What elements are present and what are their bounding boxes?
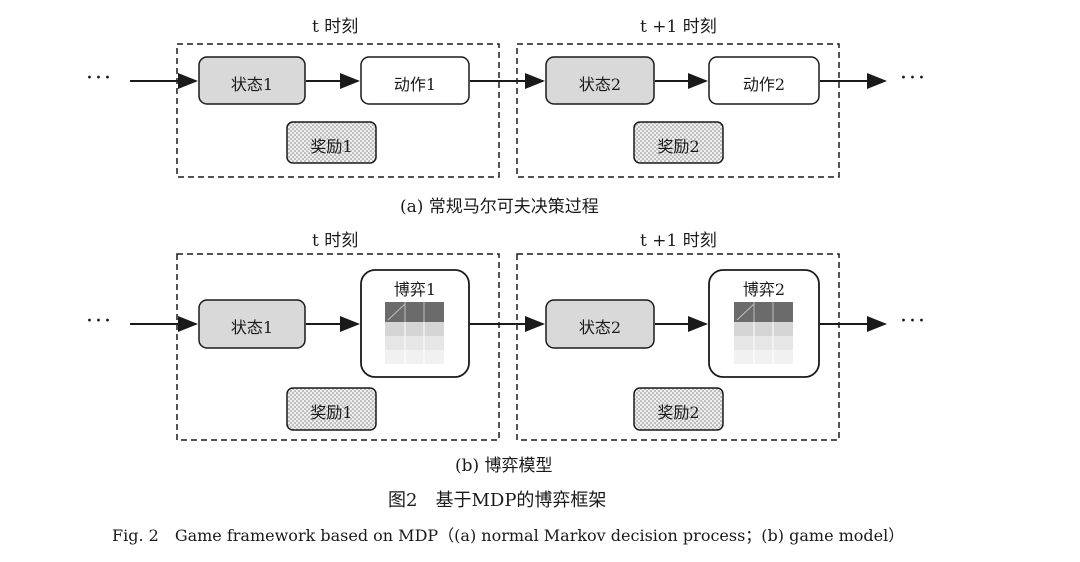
reward1-node-a xyxy=(286,121,377,164)
action1-label-a: 动作1 xyxy=(393,75,437,94)
action2-label-a: 动作2 xyxy=(742,75,786,94)
reward1-label-a: 奖励1 xyxy=(310,137,353,156)
state2-label-b: 状态2 xyxy=(578,318,622,337)
state2-label-a: 状态2 xyxy=(578,75,622,94)
ellipsis-left-b: ··· xyxy=(86,309,113,334)
figure-caption-en: Fig. 2 Game framework based on MDP（(a) n… xyxy=(112,526,905,545)
action1-node-a xyxy=(360,56,470,105)
game1-matrix-graphic xyxy=(385,302,444,364)
reward2-node-b xyxy=(633,387,724,431)
game2-label-b: 博弈2 xyxy=(742,280,786,299)
caption-b: (b) 博弈模型 xyxy=(455,456,553,476)
time-label-t-a: t 时刻 xyxy=(312,17,359,37)
time-frame-t-a xyxy=(176,43,500,178)
game1-label-b: 博弈1 xyxy=(393,280,437,299)
state1-label-a: 状态1 xyxy=(230,75,274,94)
game2-matrix-graphic xyxy=(734,302,793,364)
reward2-node-a xyxy=(633,121,724,164)
reward2-label-a: 奖励2 xyxy=(657,137,700,156)
caption-a: (a) 常规马尔可夫决策过程 xyxy=(400,197,599,217)
state1-node-a xyxy=(198,56,306,105)
time-label-t-b: t 时刻 xyxy=(312,231,359,251)
reward1-node-b xyxy=(286,387,377,431)
action2-node-a xyxy=(708,56,820,105)
ellipsis-right-a: ··· xyxy=(900,66,927,91)
time-frame-t-b xyxy=(176,253,500,441)
state1-node-b xyxy=(198,299,306,349)
state2-node-b xyxy=(545,299,655,349)
ellipsis-right-b: ··· xyxy=(900,309,927,334)
figure-caption-cn: 图2 基于MDP的博弈框架 xyxy=(388,490,607,511)
state2-node-a xyxy=(545,56,655,105)
time-label-t1-b: t +1 时刻 xyxy=(640,231,717,251)
state1-label-b: 状态1 xyxy=(230,318,274,337)
time-frame-t1-a xyxy=(516,43,840,178)
ellipsis-left-a: ··· xyxy=(86,66,113,91)
time-frame-t1-b xyxy=(516,253,840,441)
reward2-label-b: 奖励2 xyxy=(657,403,700,422)
time-label-t1-a: t +1 时刻 xyxy=(640,17,717,37)
reward1-label-b: 奖励1 xyxy=(310,403,353,422)
